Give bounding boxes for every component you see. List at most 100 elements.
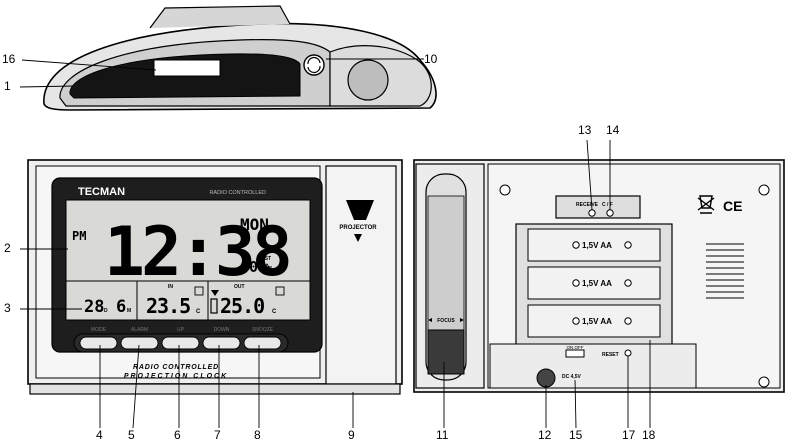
button-module [555,195,641,219]
lcd-date-month: 6 [116,297,126,317]
button-down[interactable] [202,336,241,350]
top-view [43,5,437,111]
lcd-weekday: MON [240,215,269,234]
callout-line-13 [586,139,593,211]
button-label-up: UP [177,327,185,333]
callout-number-17: 17 [622,428,636,442]
battery-plus-icon [572,241,580,249]
callout-number-7: 7 [214,428,221,442]
batteries-group: 1,5V AA 1,5V AA 1,5V AA [527,228,661,338]
front-text-line1: RADIO CONTROLLED [133,364,219,371]
back-connector-panel [489,343,697,389]
lcd-screen [65,199,311,321]
vent-slots [706,243,744,299]
projector-panel [325,165,397,385]
battery-plus-icon [572,317,580,325]
button-label-down: DOWN [214,327,230,333]
back-view: FOCUS CE RECEIVE C / F 1,5V AA1,5V AA1,5… [413,159,785,393]
front-view: TECMAN RADIO CONTROLLED PM 12:38 MON 00 … [27,159,403,395]
battery-label: 1,5V AA [582,241,612,250]
reset-label: RESET [602,352,619,358]
battery-label: 1,5V AA [582,279,612,288]
focus-knob [427,329,465,375]
lcd-indoor-unit: C [196,309,201,315]
battery-minus-icon [624,317,632,325]
focus-arrows-icon [428,318,464,322]
lcd-indoor-temp: 23.5 [146,294,190,318]
callout-number-12: 12 [538,428,552,442]
battery-plus-icon [572,279,580,287]
lcd-ampm: PM [72,229,86,243]
button-up[interactable] [161,336,200,350]
callout-number-2: 2 [4,241,11,255]
dc-label: DC 4,5V [562,374,582,380]
button-label-snooze: SNOOZE [252,327,274,333]
outdoor-battery-icon [210,298,218,314]
receive-button [588,209,596,217]
callout-number-11: 11 [436,428,449,442]
lcd-dst: DST [261,256,271,262]
outdoor-sensor-icon [275,286,285,296]
button-alarm[interactable] [120,336,159,350]
radio-signal-icon [262,263,272,271]
callout-number-3: 3 [4,301,11,315]
callout-number-4: 4 [96,428,103,442]
buttons-group [79,336,282,350]
front-base [29,383,401,395]
focus-label: FOCUS [437,318,455,324]
callout-number-10: 10 [424,52,438,66]
callout-line-5 [132,344,140,429]
indoor-sensor-icon [194,286,204,296]
receive-label: RECEIVE [576,202,599,208]
projector-label: PROJECTOR [339,225,377,231]
unit-switch-label: C / F [602,202,613,208]
callout-number-15: 15 [569,428,583,442]
battery-slot [527,266,661,300]
button-mode[interactable] [79,336,118,350]
screw-top-left [499,184,511,196]
lcd-seconds: 00 [240,258,258,276]
ce-mark-icon: CE [723,198,742,214]
button-snooze[interactable] [243,336,282,350]
callout-number-6: 6 [174,428,181,442]
callout-number-18: 18 [642,428,656,442]
battery-minus-icon [624,279,632,287]
callout-line-1 [19,85,75,88]
brand-logo: TECMAN [78,186,125,198]
projector-arrow-icon [354,234,362,242]
screw-top-right [758,184,770,196]
dc-jack [536,368,556,388]
battery-slot [527,304,661,338]
callout-number-8: 8 [254,428,261,442]
screw-bottom-right [758,376,770,388]
battery-minus-icon [624,241,632,249]
callout-number-5: 5 [128,428,135,442]
button-label-mode: MODE [91,327,107,333]
callout-number-14: 14 [606,123,620,137]
lcd-date-day: 28 [84,297,104,317]
on-off-label: ON OFF [567,345,584,350]
lcd-outdoor-unit: C [272,309,277,315]
weee-bin-icon [697,195,715,214]
lcd-in-label: IN [168,284,173,290]
focus-slider [427,195,465,339]
unit-switch-button [606,209,614,217]
lcd-time: 12:38 [104,213,289,292]
callout-number-9: 9 [348,428,355,442]
display-header-text: RADIO CONTROLLED [209,190,266,196]
reset-button [624,349,632,357]
lcd-outdoor-temp: 25.0 [220,294,264,318]
top-view-projector-lens [347,59,389,101]
battery-label: 1,5V AA [582,317,612,326]
front-text-line2: PROJECTION CLOCK [124,373,228,380]
callout-number-1: 1 [4,79,11,93]
lcd-trend-icon [211,290,219,296]
callout-line-16 [21,59,157,71]
battery-slot [527,228,661,262]
callout-number-16: 16 [2,52,16,66]
projector-beam-icon [346,200,374,220]
lcd-day-marker: D [104,308,108,314]
